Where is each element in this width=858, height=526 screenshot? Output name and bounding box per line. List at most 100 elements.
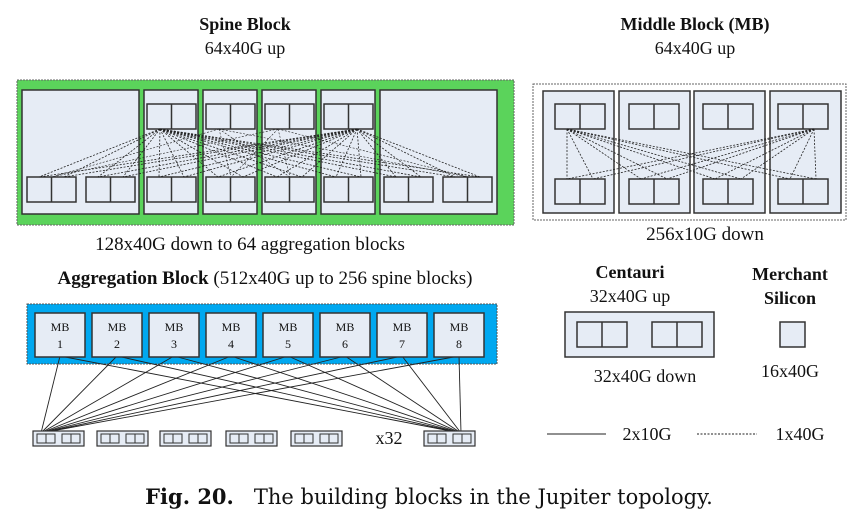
agg-link-2x10g (287, 355, 462, 434)
spine-link-1x40g (159, 128, 422, 178)
mb-box (319, 312, 371, 358)
agg-link-2x10g (40, 355, 460, 434)
spine-link-1x40g (218, 128, 232, 178)
agg-link-2x10g (40, 355, 61, 434)
mb-box-number: 6 (342, 337, 348, 351)
figure-caption: Fig. 20. The building blocks in the Jupi… (0, 484, 858, 509)
agg-link-2x10g (40, 355, 403, 434)
spine-link-1x40g (277, 128, 469, 178)
spine-link-1x40g (159, 128, 397, 178)
mb-box-number: 1 (57, 337, 63, 351)
mb-box (148, 312, 200, 358)
merchant-silicon-title-line2: Silicon (763, 288, 816, 308)
spine-link-1x40g (97, 128, 161, 178)
middle-link-1x40g (740, 128, 815, 180)
agg-link-2x10g (40, 355, 175, 434)
mb-box (376, 312, 428, 358)
aggregation-block-heading: Aggregation Block (512x40G up to 256 spi… (0, 268, 530, 290)
mb-box-label: MB (51, 320, 70, 334)
middle-link-1x40g (566, 128, 668, 180)
spine-link-1x40g (63, 128, 358, 178)
spine-link-1x40g (38, 128, 358, 178)
spine-link-1x40g (183, 128, 358, 178)
legend-dotted-label: 1x40G (775, 424, 825, 444)
centauri-up-label: 32x40G up (589, 286, 671, 306)
mb-box-number: 2 (114, 337, 120, 351)
centauri-down-label: 32x40G down (593, 366, 697, 386)
spine-link-1x40g (356, 128, 456, 178)
middle-link-1x40g (566, 128, 742, 180)
spine-link-1x40g (159, 128, 303, 178)
mb-box (205, 312, 257, 358)
mb-box-number: 4 (228, 337, 234, 351)
mb-box-label: MB (450, 320, 469, 334)
middle-link-1x40g (566, 128, 817, 180)
mb-box-number: 8 (456, 337, 462, 351)
mb-box-label: MB (336, 320, 355, 334)
caption-text: The building blocks in the Jupiter topol… (253, 485, 713, 509)
spine-link-1x40g (159, 128, 362, 178)
spine-link-1x40g (356, 128, 481, 178)
mb-box (433, 312, 485, 358)
middle-block-up-label: 64x40G up (654, 38, 736, 58)
spine-link-1x40g (277, 128, 291, 178)
agg-link-2x10g (173, 355, 462, 434)
spine-link-1x40g (335, 128, 358, 178)
mb-box-label: MB (393, 320, 412, 334)
legend-solid-label: 2x10G (622, 424, 672, 444)
spine-link-1x40g (158, 128, 161, 178)
spine-link-1x40g (242, 128, 358, 178)
spine-link-1x40g (230, 128, 279, 178)
mb-box-label: MB (165, 320, 184, 334)
mb-box-number: 3 (171, 337, 177, 351)
agg-link-2x10g (59, 355, 462, 434)
mb-box-label: MB (108, 320, 127, 334)
mb-box-label: MB (279, 320, 298, 334)
aggregation-block-title: Aggregation Block (57, 268, 209, 289)
spine-link-1x40g (356, 128, 362, 178)
spine-link-1x40g (51, 128, 220, 178)
mb-box (34, 312, 86, 358)
middle-link-1x40g (789, 128, 815, 180)
spine-link-1x40g (159, 128, 456, 178)
mb-box-number: 7 (399, 337, 405, 351)
middle-link-1x40g (666, 128, 815, 180)
spine-link-1x40g (218, 128, 291, 178)
middle-link-1x40g (813, 128, 817, 180)
agg-link-2x10g (40, 355, 346, 434)
spine-link-1x40g (218, 128, 469, 178)
merchant-silicon-chip (779, 321, 806, 348)
middle-link-1x40g (592, 128, 815, 180)
agg-link-2x10g (344, 355, 462, 434)
spine-link-1x40g (158, 128, 358, 178)
spine-link-1x40g (159, 128, 337, 178)
middle-link-1x40g (566, 128, 815, 180)
agg-link-2x10g (401, 355, 462, 434)
spine-link-1x40g (122, 128, 161, 178)
agg-link-2x10g (458, 355, 462, 434)
spine-link-1x40g (217, 128, 358, 178)
spine-link-1x40g (159, 128, 185, 178)
merchant-silicon-ports-label: 16x40G (761, 361, 819, 381)
centauri-title: Centauri (595, 262, 665, 282)
mb-box-label: MB (222, 320, 241, 334)
spine-link-1x40g (301, 128, 358, 178)
agg-link-2x10g (40, 355, 232, 434)
aggregation-block-subtitle: (512x40G up to 256 spine blocks) (213, 268, 473, 289)
agg-link-2x10g (40, 355, 289, 434)
mb-box (91, 312, 143, 358)
mb-box-number: 5 (285, 337, 291, 351)
agg-link-2x10g (40, 355, 118, 434)
agg-link-2x10g (230, 355, 462, 434)
spine-link-1x40g (276, 128, 358, 178)
caption-label: Fig. 20. (145, 484, 234, 509)
middle-block-title: Middle Block (MB) (620, 14, 770, 34)
agg-link-2x10g (116, 355, 462, 434)
spine-link-1x40g (38, 128, 161, 178)
middle-block-down-label: 256x10G down (646, 224, 764, 245)
merchant-silicon-title-line1: Merchant (752, 264, 828, 284)
spine-block-title: Spine Block (199, 14, 291, 34)
spine-block-down-label: 128x40G down to 64 aggregation blocks (95, 234, 405, 255)
spine-link-1x40g (122, 128, 358, 178)
